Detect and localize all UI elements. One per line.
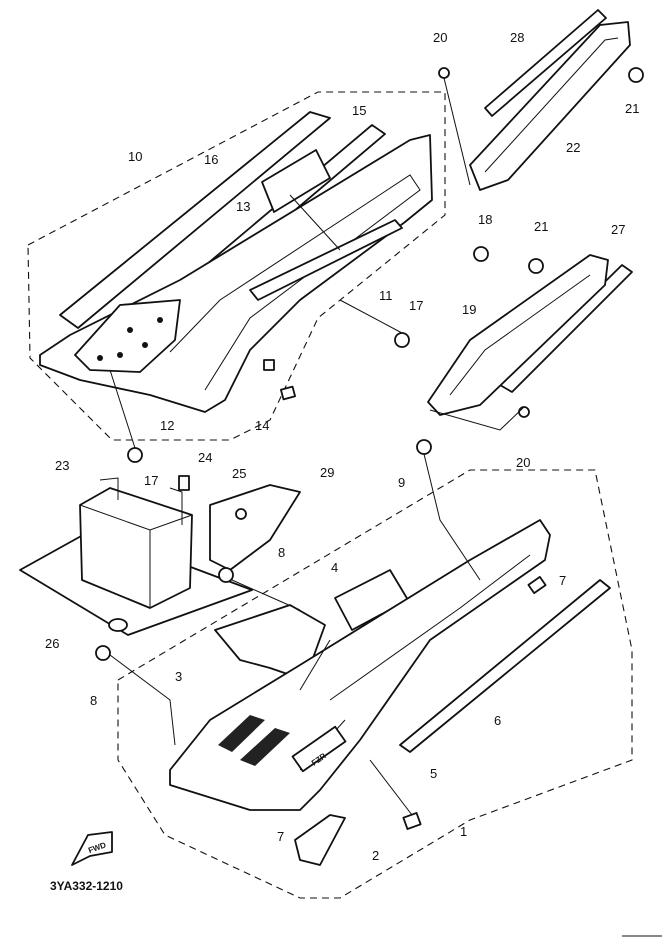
callout-7-right: 7 (559, 573, 566, 588)
stripe-16 (59, 111, 331, 329)
callout-24: 24 (198, 450, 212, 465)
strip-19-inner (449, 274, 591, 396)
bracket-29 (209, 484, 301, 571)
strip-28 (484, 9, 607, 117)
callout-28: 28 (510, 30, 524, 45)
diagram-code: 3YA332-1210 (50, 879, 123, 893)
rail-11 (249, 219, 403, 301)
callout-3: 3 (175, 669, 182, 684)
callout-21-upper: 21 (625, 101, 639, 116)
damper-9 (416, 439, 432, 455)
leader-line (109, 654, 176, 746)
grille (74, 299, 181, 373)
leader-line (339, 299, 403, 334)
grommet-18 (473, 246, 489, 262)
callout-9: 9 (398, 475, 405, 490)
strip-22-inner (484, 37, 619, 173)
leader-line (299, 639, 331, 691)
damper-7 (527, 575, 547, 595)
group-boundary-lower (117, 469, 633, 899)
battery-box-assembly (19, 475, 301, 636)
leader-line (429, 406, 525, 431)
battery-box-23-bracket (99, 477, 183, 525)
battery-box-23 (79, 487, 193, 609)
callout-8-upper: 8 (278, 545, 285, 560)
bolt-25 (235, 508, 247, 520)
strip-6 (399, 579, 611, 753)
right-strip-assembly (427, 9, 633, 416)
leader-lines (109, 77, 525, 816)
panel-13 (261, 149, 331, 213)
right-side-cover-assembly: FZR (95, 439, 611, 866)
grommet-17-upper (394, 332, 410, 348)
nut-26 (108, 618, 128, 632)
callout-14: 14 (255, 418, 269, 433)
grille-hole (127, 327, 133, 333)
clip-14 (263, 359, 275, 371)
forward-arrow-icon: FWD (71, 831, 113, 866)
callout-23: 23 (55, 458, 69, 473)
damper-8-upper (218, 567, 234, 583)
callout-6: 6 (494, 713, 501, 728)
louver (218, 715, 265, 752)
callout-17-upper: 17 (409, 298, 423, 313)
leader-line (443, 77, 471, 186)
fasteners (127, 67, 644, 463)
grille-hole (142, 342, 148, 348)
damper-8-lower (95, 645, 111, 661)
leader-line (423, 453, 481, 581)
side-cover-12-inner (169, 174, 421, 391)
callout-25: 25 (232, 466, 246, 481)
strip-22 (469, 21, 631, 191)
battery-box-23-rim (79, 504, 193, 608)
bolt-20-upper (438, 67, 450, 79)
collar-21-lower (528, 258, 544, 274)
louver (240, 728, 290, 766)
grille-hole (97, 355, 103, 361)
leader-line (109, 369, 136, 449)
callout-11: 11 (379, 288, 393, 303)
callout-22: 22 (566, 140, 580, 155)
callout-10: 10 (128, 149, 142, 164)
callout-4: 4 (331, 560, 338, 575)
callout-20-upper: 20 (433, 30, 447, 45)
callout-8-lower: 8 (90, 693, 97, 708)
bolt-20-lower (518, 406, 530, 418)
callout-15: 15 (352, 103, 366, 118)
callout-20-lower: 20 (516, 455, 530, 470)
rear-tab (294, 814, 346, 866)
leader-line (231, 579, 301, 611)
clip-24 (178, 475, 190, 491)
callout-13: 13 (236, 199, 250, 214)
grille-hole (117, 352, 123, 358)
callout-29: 29 (320, 465, 334, 480)
callout-17-lower: 17 (144, 473, 158, 488)
callout-26: 26 (45, 636, 59, 651)
callout-labels: 1 2 3 4 5 6 7 7 8 8 9 10 11 12 13 14 15 … (45, 30, 639, 863)
group-boundary-upper (27, 91, 446, 441)
strip-19 (427, 254, 609, 416)
callout-27: 27 (611, 222, 625, 237)
callout-19: 19 (462, 302, 476, 317)
callout-5: 5 (430, 766, 437, 781)
emblem-plate (291, 725, 347, 773)
callout-7-lower: 7 (277, 829, 284, 844)
callout-12: 12 (160, 418, 174, 433)
callout-18: 18 (478, 212, 492, 227)
leader-13 (289, 194, 341, 251)
left-side-cover-assembly (39, 111, 433, 413)
callout-1: 1 (460, 824, 467, 839)
grille-hole (157, 317, 163, 323)
grommet-17-lower (127, 447, 143, 463)
bracket-14 (280, 385, 296, 401)
collar-21-upper (628, 67, 644, 83)
leader-line (369, 759, 413, 816)
callout-2: 2 (372, 848, 379, 863)
callout-16: 16 (204, 152, 218, 167)
callout-21-lower: 21 (534, 219, 548, 234)
grommet-5 (402, 812, 422, 830)
